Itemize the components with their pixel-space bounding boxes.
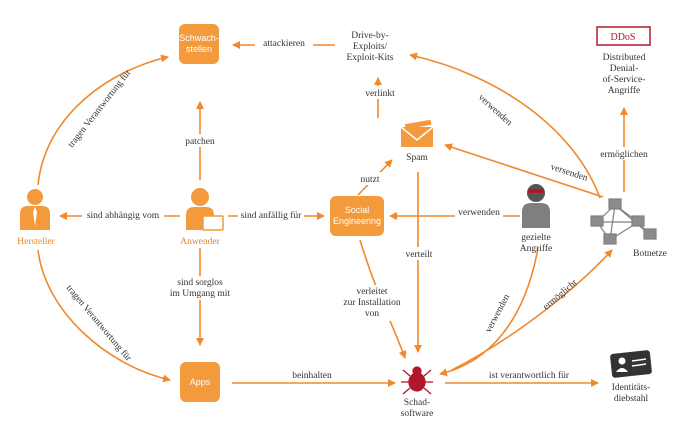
ddos-logo: DDoS bbox=[610, 32, 635, 43]
node-schwachstellen: Schwach- stellen bbox=[179, 24, 219, 64]
node-apps: Apps bbox=[180, 362, 220, 402]
schwachstellen-label-2: stellen bbox=[186, 44, 212, 54]
id-card-icon bbox=[610, 350, 652, 378]
label-verleitet-2: zur Installation bbox=[343, 298, 400, 308]
node-hersteller: Hersteller bbox=[17, 189, 56, 247]
label-sorglos-2: im Umgang mit bbox=[170, 289, 231, 299]
node-schadsoftware: Schad- software bbox=[401, 366, 434, 419]
label-verwenden-drive: verwenden bbox=[476, 93, 514, 128]
schadsoftware-label-2: software bbox=[401, 408, 434, 419]
edge-tragen-top bbox=[37, 54, 169, 186]
person-laptop-icon bbox=[186, 188, 224, 231]
label-anfaellig: sind anfällig für bbox=[241, 210, 303, 221]
node-identitaetsdiebstahl: Identitäts- diebstahl bbox=[610, 350, 652, 404]
label-nutzt: nutzt bbox=[361, 175, 380, 185]
hersteller-label: Hersteller bbox=[17, 237, 55, 247]
edge-ermoeglicht bbox=[451, 249, 613, 371]
drive-by-label-3: Exploit-Kits bbox=[347, 53, 394, 63]
ddos-label-1: Distributed bbox=[603, 53, 646, 63]
node-anwender: Anwender bbox=[180, 188, 224, 247]
label-ermoeglichen: ermöglichen bbox=[600, 150, 648, 160]
label-verwenden-social: verwenden bbox=[458, 208, 500, 218]
label-abhaengig: sind abhängig vom bbox=[87, 211, 160, 221]
network-icon bbox=[590, 198, 657, 245]
node-gezielte-angriffe: gezielte Angriffe bbox=[520, 184, 553, 254]
schwachstellen-label-1: Schwach- bbox=[179, 33, 219, 43]
edge-verwenden-drive bbox=[409, 52, 601, 199]
envelope-icon bbox=[400, 119, 434, 147]
botnetze-label: Botnetze bbox=[633, 249, 667, 259]
identitaet-label-1: Identitäts- bbox=[612, 383, 651, 393]
identitaet-label-2: diebstahl bbox=[614, 394, 649, 404]
drive-by-label-2: Exploits/ bbox=[353, 42, 388, 52]
label-sorglos-1: sind sorglos bbox=[177, 278, 223, 288]
ddos-label-3: of-Service- bbox=[603, 74, 646, 85]
social-label-1: Social bbox=[345, 205, 370, 215]
label-verwenden-schad: verwenden bbox=[484, 293, 513, 335]
hacker-icon bbox=[522, 184, 550, 228]
label-ermoeglicht: ermöglicht bbox=[542, 278, 580, 312]
social-label-2: Engineering bbox=[333, 216, 381, 226]
label-tragen-top: tragen Verantwortung für bbox=[66, 67, 134, 150]
gezielte-label-2: Angriffe bbox=[520, 243, 553, 254]
edge-versenden bbox=[444, 143, 604, 198]
node-spam: Spam bbox=[400, 119, 434, 163]
label-verteilt: verteilt bbox=[406, 250, 433, 260]
spam-label: Spam bbox=[406, 153, 428, 163]
label-beinhalten: beinhalten bbox=[292, 371, 332, 381]
bug-icon bbox=[401, 366, 433, 395]
person-icon bbox=[20, 189, 50, 230]
label-attackieren: attackieren bbox=[263, 39, 305, 49]
ddos-logo-box bbox=[596, 26, 651, 46]
node-ddos: DDoS Distributed Denial- of-Service- Ang… bbox=[596, 26, 651, 96]
node-drive-by: Drive-by- Exploits/ Exploit-Kits bbox=[347, 31, 394, 63]
ddos-label-4: Angriffe bbox=[608, 85, 641, 96]
label-verleitet-3: von bbox=[365, 309, 380, 319]
edge-tragen-bottom bbox=[37, 249, 171, 383]
node-botnetze: Botnetze bbox=[590, 198, 667, 259]
apps-label: Apps bbox=[190, 377, 211, 387]
ddos-label-2: Denial- bbox=[610, 64, 639, 74]
gezielte-label-1: gezielte bbox=[521, 233, 551, 243]
drive-by-label-1: Drive-by- bbox=[351, 31, 388, 41]
edge-verwenden-schad bbox=[439, 247, 539, 377]
anwender-label: Anwender bbox=[180, 237, 220, 247]
label-verleitet-1: verleitet bbox=[356, 287, 387, 297]
label-verlinkt: verlinkt bbox=[365, 89, 395, 99]
label-verantwortlich: ist verantwortlich für bbox=[489, 370, 570, 381]
label-patchen: patchen bbox=[185, 137, 215, 147]
schadsoftware-label-1: Schad- bbox=[404, 398, 430, 408]
node-social-engineering: Social Engineering bbox=[330, 196, 384, 236]
